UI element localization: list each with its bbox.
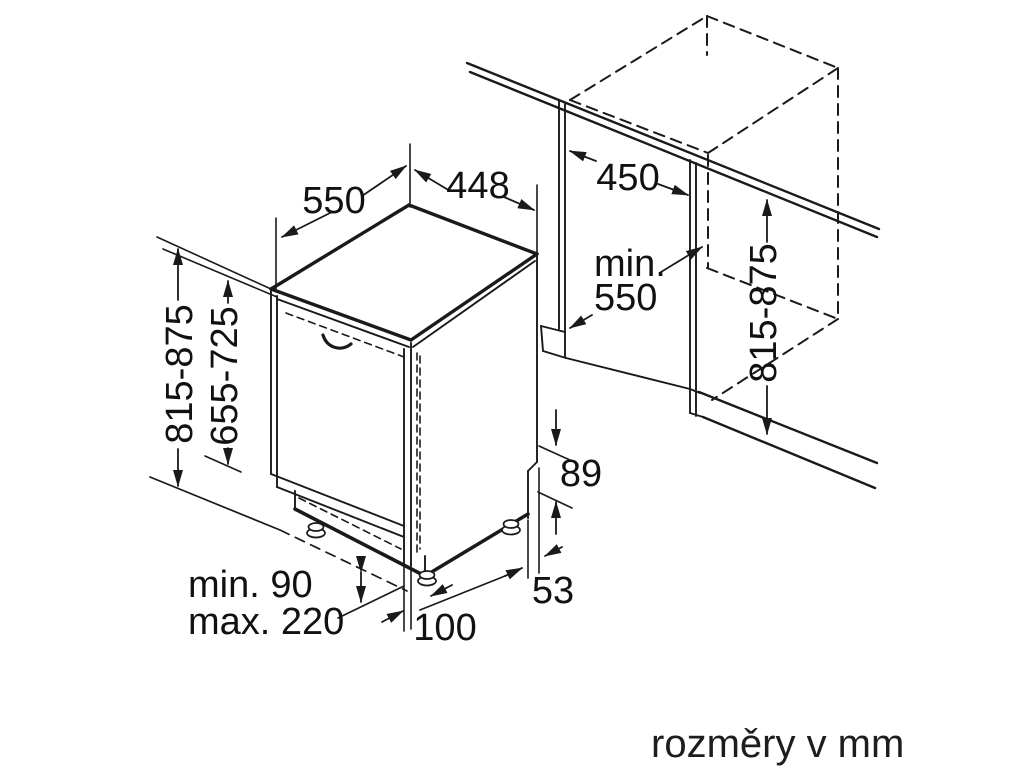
dishwasher-door-dashed bbox=[285, 312, 421, 553]
dishwasher-body-edges bbox=[270, 253, 538, 577]
dim-rear-inset-label: 53 bbox=[531, 570, 575, 612]
dim-niche-width-label: 450 bbox=[596, 157, 660, 199]
units-note: rozměry v mm bbox=[651, 722, 905, 766]
niche-right-panel bbox=[565, 159, 704, 418]
dim-niche-depth-label-line1: min. bbox=[594, 243, 666, 285]
dishwasher-top-face bbox=[269, 203, 539, 342]
dim-rear-step-label: 89 bbox=[559, 453, 603, 495]
dim-top-width-label: 448 bbox=[446, 165, 510, 207]
floor-lines bbox=[697, 390, 879, 490]
dim-top-depth-label: 550 bbox=[302, 180, 366, 222]
adjustable-feet bbox=[306, 519, 521, 587]
dim-niche-depth-label-line2: 550 bbox=[594, 277, 658, 319]
dim-plinth-label-line1: min. 90 bbox=[188, 564, 313, 606]
countertop-lines bbox=[465, 61, 881, 239]
dimension-arrows bbox=[173, 150, 772, 623]
floor-reference-lines bbox=[149, 476, 506, 619]
dim-height-left-label: 815-875 bbox=[159, 304, 201, 444]
dim-door-height-label: 655-725 bbox=[204, 306, 246, 446]
door-handle-icon bbox=[321, 333, 353, 350]
niche-dashed-box bbox=[569, 15, 839, 401]
dim-plinth-label-line2: max. 220 bbox=[188, 601, 345, 643]
dim-niche-height-label: 815-875 bbox=[743, 243, 785, 383]
niche-left-panel bbox=[540, 100, 567, 359]
dim-foot-inset-label: 100 bbox=[413, 607, 477, 649]
